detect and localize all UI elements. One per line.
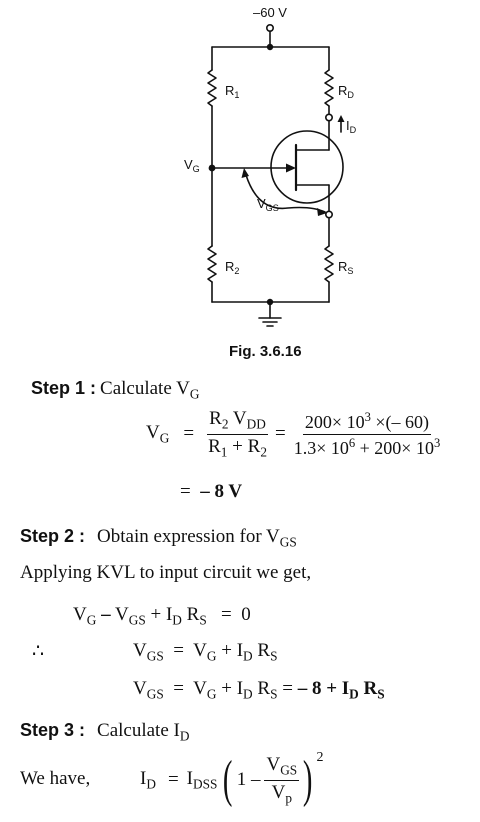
drain-terminal (324, 113, 333, 122)
step1-fraction-symbolic: R2 VDD R1 + R2 (207, 407, 268, 460)
step1-equation: VG = R2 VDD R1 + R2 = 200× 103 ×(– 60) 1… (146, 404, 442, 464)
step2-kvl-text: Applying KVL to input circuit we get, (20, 562, 312, 583)
step2-label: Step 2 : (20, 526, 86, 546)
step3-idss: IDSS (186, 767, 218, 792)
step3-equation: ID = IDSS ( 1 – VGS Vp ) 2 (140, 750, 324, 808)
step3-label: Step 3 : (20, 720, 86, 740)
step1-result: = – 8 V (180, 481, 243, 502)
step1-fraction-numeric: 200× 103 ×(– 60) 1.3× 106 + 200× 103 (293, 409, 441, 458)
step2-text: Obtain expression for VGS (97, 526, 297, 550)
step1-label: Step 1 : (31, 378, 97, 398)
step3-power: 2 (316, 750, 324, 765)
step1-eq-sign: = (183, 423, 195, 444)
circuit-diagram (207, 23, 345, 327)
figure-caption: Fig. 3.6.16 (229, 343, 302, 360)
step1-lhs: VG (146, 421, 170, 446)
junction-bottom (266, 298, 274, 306)
step1-heading: Step 1 : Calculate VG (31, 378, 200, 403)
r1-label: R1 (225, 83, 240, 101)
step3-eq-sign: = (167, 769, 179, 790)
step2-equation-2: VGS = VG + ID RS (133, 640, 278, 664)
step3-text: Calculate ID (97, 720, 190, 744)
vgs-arrow (245, 174, 326, 213)
step2-eq3-result: – 8 + ID RS (297, 678, 385, 702)
step1-result-value: – 8 V (200, 481, 243, 502)
jfet-body (270, 130, 344, 204)
rs-label: RS (338, 259, 354, 277)
vgs-arrowhead-source (317, 208, 327, 216)
r2-resistor (207, 245, 217, 283)
step2-equation-3: VGS = VG + ID RS = – 8 + ID RS (133, 678, 385, 702)
step2-heading: Step 2 : Obtain expression for VGS (20, 526, 297, 551)
vg-label: VG (184, 157, 200, 175)
gate-arrowhead (286, 163, 296, 173)
rs-resistor (324, 245, 334, 283)
junction-vg (208, 164, 216, 172)
step1-text: Calculate VG (100, 378, 200, 402)
step3-heading: Step 3 : Calculate ID (20, 720, 189, 745)
vgs-label: VGS (257, 196, 279, 214)
step2-equation-1: VG – VGS + ID RS = 0 (73, 604, 251, 628)
id-label: ID (346, 118, 357, 136)
step1-eq-sign-2: = (274, 423, 286, 444)
r1-resistor (207, 69, 217, 107)
source-terminal (324, 210, 333, 219)
id-arrowhead (337, 115, 345, 122)
right-paren: ) (303, 751, 313, 808)
r2-label: R2 (225, 259, 240, 277)
vgs-arrowhead-gate (241, 168, 249, 178)
rd-resistor (324, 69, 334, 107)
step3-fraction: VGS Vp (264, 753, 300, 806)
step3-we-have: We have, (20, 768, 91, 789)
step3-lhs: ID (140, 767, 156, 792)
junction-top (266, 43, 274, 51)
rd-label: RD (338, 83, 354, 101)
left-paren: ( (223, 751, 233, 808)
supply-voltage-label: –60 V (253, 5, 287, 20)
therefore-symbol: ∴ (32, 641, 45, 662)
